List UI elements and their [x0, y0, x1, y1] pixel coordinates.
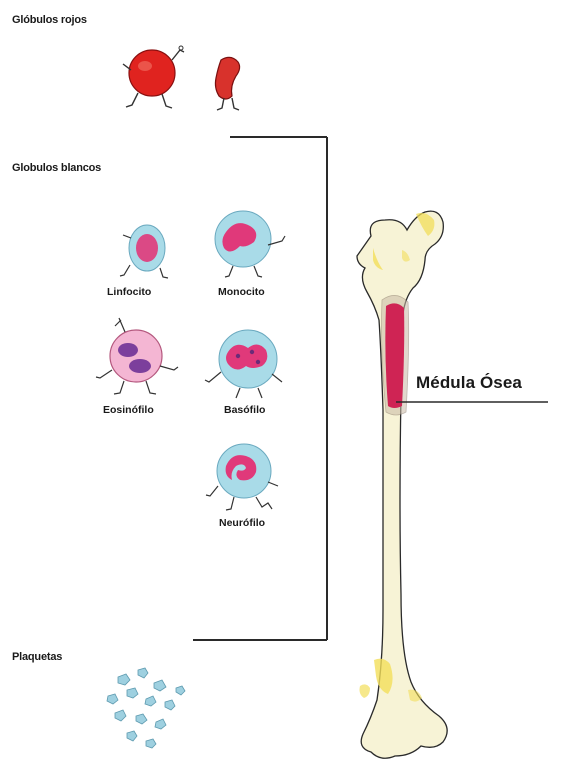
eosinophil-cell	[96, 318, 178, 394]
platelets-cluster	[107, 668, 185, 748]
bracket	[193, 137, 327, 640]
red-cell-side	[215, 57, 239, 110]
neutrophil-cell	[206, 444, 278, 510]
monocyte-cell	[215, 211, 285, 277]
red-cell-round	[123, 46, 184, 108]
femur-bone	[357, 211, 447, 758]
lymphocyte-cell	[120, 225, 168, 278]
basophil-cell	[205, 330, 282, 398]
